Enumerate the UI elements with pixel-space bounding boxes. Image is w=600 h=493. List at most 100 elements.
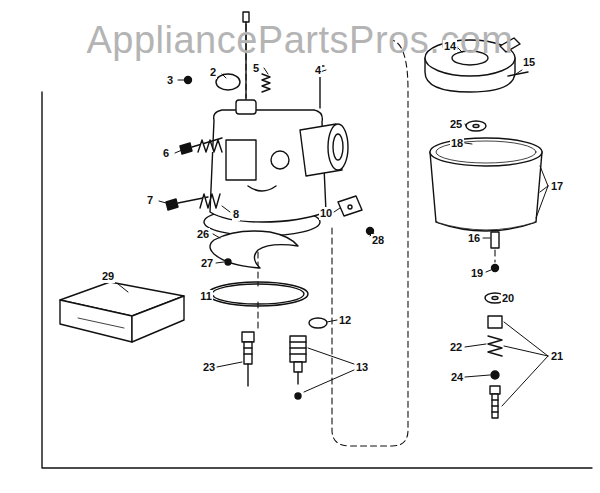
main-jet-assembly bbox=[488, 336, 502, 356]
leader-line bbox=[213, 234, 220, 238]
callout-number: 24 bbox=[450, 371, 464, 384]
leader-line bbox=[536, 186, 548, 218]
callout-number: 2 bbox=[209, 66, 217, 79]
leader-line bbox=[308, 348, 354, 364]
leader-line bbox=[465, 375, 490, 377]
small-parts-top bbox=[185, 77, 192, 84]
bowl-o-ring bbox=[212, 284, 304, 304]
main-jet-assembly bbox=[490, 386, 500, 394]
callout-number: 7 bbox=[146, 194, 154, 207]
carburetor-body bbox=[248, 186, 276, 191]
parts-kit-box bbox=[60, 300, 132, 342]
plate-and-screw bbox=[338, 196, 378, 237]
leader-line bbox=[504, 322, 548, 356]
bowl-screw-parts bbox=[492, 297, 498, 300]
callout-number: 14 bbox=[443, 40, 457, 53]
callout-number: 3 bbox=[166, 74, 174, 87]
leader-line bbox=[516, 70, 522, 74]
main-jet-assembly bbox=[492, 400, 498, 412]
bowl-washers bbox=[473, 125, 479, 128]
jets-and-needle bbox=[244, 348, 252, 354]
callout-number: 11 bbox=[199, 290, 213, 303]
leader-line bbox=[264, 68, 268, 74]
jets-and-needle bbox=[294, 362, 302, 372]
carburetor-body bbox=[328, 124, 348, 170]
callout-number: 23 bbox=[202, 361, 216, 374]
small-parts-top bbox=[262, 74, 270, 92]
leader-line bbox=[118, 48, 548, 406]
leader-line bbox=[465, 143, 472, 144]
idle-screws-and-springs bbox=[166, 199, 178, 210]
callout-number: 19 bbox=[470, 267, 484, 280]
jets-and-needle bbox=[290, 336, 306, 362]
idle-screws-and-springs bbox=[180, 143, 192, 154]
callout-number: 5 bbox=[252, 62, 260, 75]
jets-and-needle bbox=[247, 364, 248, 386]
leader-line bbox=[159, 201, 166, 203]
leader-line bbox=[483, 238, 490, 239]
callout-number: 28 bbox=[371, 234, 385, 247]
leader-line bbox=[465, 344, 486, 347]
parts-kit-box bbox=[60, 282, 184, 342]
idle-screws-and-springs bbox=[198, 140, 222, 152]
leader-line bbox=[486, 270, 491, 272]
callout-number: 29 bbox=[101, 270, 115, 283]
idle-screws-and-springs bbox=[200, 194, 220, 208]
leader-line bbox=[504, 346, 548, 356]
carburetor-body bbox=[236, 100, 256, 114]
dashed-assembly-line bbox=[332, 40, 408, 446]
callout-number: 20 bbox=[501, 292, 515, 305]
callout-number: 15 bbox=[522, 56, 536, 69]
callout-number: 17 bbox=[550, 180, 564, 193]
callout-number: 4 bbox=[314, 64, 322, 77]
jets-and-needle bbox=[290, 342, 306, 354]
callout-number: 22 bbox=[449, 341, 463, 354]
idle-screws-and-springs bbox=[166, 138, 222, 210]
callout-number: 13 bbox=[355, 361, 369, 374]
carburetor-body bbox=[271, 151, 289, 169]
leader-line bbox=[327, 320, 337, 322]
parts-kit-box bbox=[78, 318, 124, 328]
leader-line bbox=[217, 362, 242, 367]
gasket bbox=[210, 231, 298, 268]
bowl-o-ring bbox=[208, 282, 308, 306]
bowl-washers bbox=[466, 121, 486, 131]
float-bowl bbox=[430, 138, 542, 166]
bowl-o-ring bbox=[208, 282, 308, 306]
carburetor-body bbox=[333, 134, 343, 160]
gasket bbox=[225, 259, 231, 265]
carburetor-body bbox=[226, 140, 256, 180]
gasket bbox=[210, 231, 298, 268]
callout-number: 8 bbox=[232, 208, 240, 221]
frame-line bbox=[42, 92, 592, 468]
callout-number: 6 bbox=[162, 147, 170, 160]
jets-and-needle bbox=[242, 332, 254, 342]
callout-number: 10 bbox=[319, 207, 333, 220]
leader-line bbox=[334, 208, 340, 212]
callout-number: 12 bbox=[338, 314, 352, 327]
leader-line bbox=[222, 206, 230, 212]
callout-number: 18 bbox=[450, 137, 464, 150]
frame-line bbox=[42, 92, 592, 468]
main-jet-assembly bbox=[491, 371, 499, 379]
callout-number: 26 bbox=[196, 228, 210, 241]
bowl-screw-parts bbox=[491, 232, 499, 248]
main-jet-assembly bbox=[488, 316, 502, 418]
callout-number: 16 bbox=[467, 232, 481, 245]
small-parts-top bbox=[216, 74, 240, 90]
leader-line bbox=[222, 74, 226, 78]
leader-line bbox=[118, 284, 128, 292]
plate-and-screw bbox=[348, 205, 352, 209]
callout-number: 25 bbox=[449, 118, 463, 131]
jets-and-needle bbox=[244, 342, 252, 364]
leader-line bbox=[175, 150, 182, 153]
main-jet-assembly bbox=[488, 316, 502, 328]
leader-line bbox=[540, 166, 548, 186]
callout-number: 21 bbox=[550, 350, 564, 363]
leader-line bbox=[502, 356, 548, 406]
leader-line bbox=[304, 370, 354, 392]
jets-and-needle bbox=[297, 372, 298, 384]
